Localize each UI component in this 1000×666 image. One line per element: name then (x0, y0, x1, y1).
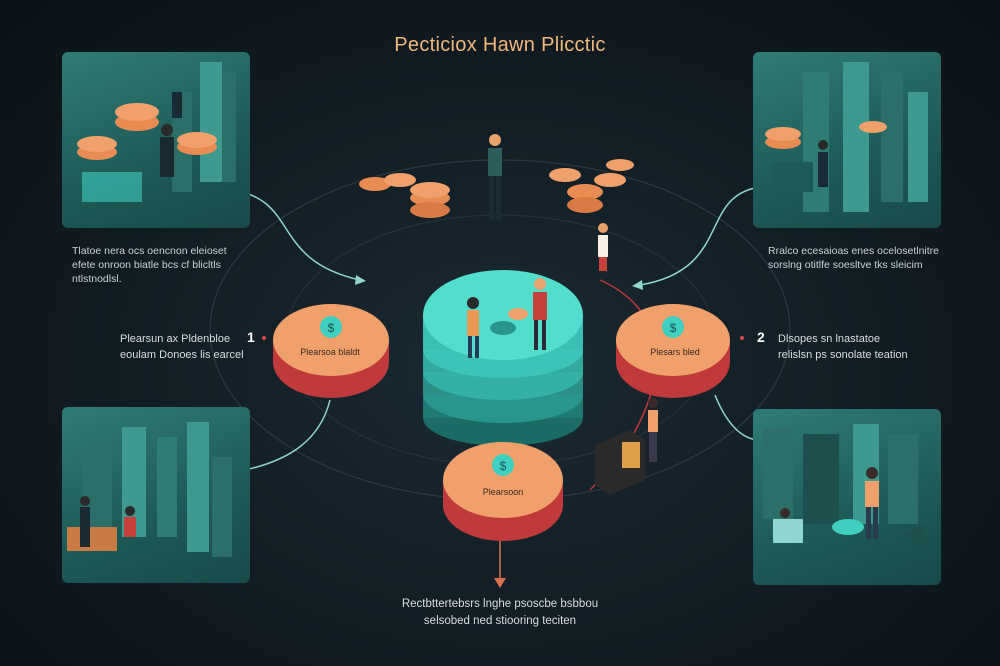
step-line: Plearsun ax Pldenbloe (120, 333, 231, 345)
connector-top-left (231, 189, 361, 281)
disc-bottom-label: Plearsoon (482, 487, 524, 497)
caption-line: ntlstnodlsl. (72, 273, 122, 285)
caption-line: sorslng otitlfe soesltve tks sleicim (768, 259, 923, 271)
arrow-head-top-left (355, 275, 366, 285)
connector-bottom-left (244, 399, 331, 471)
step-line: Dlsopes sn lnastatoe (778, 333, 881, 345)
caption-line: Tlatoe nera ocs oencnon eleioset (72, 245, 227, 257)
coin-piles-top (359, 134, 634, 271)
illustration-panel-top-right (753, 52, 941, 228)
illustration-panel-bottom-right (753, 409, 941, 585)
connector-top-right (639, 187, 756, 286)
step-line: relislsn ps sonolate teation (778, 349, 908, 361)
caption-line: efete onroon biatle bcs cf blicltls (72, 259, 221, 271)
down-arrow-head (494, 578, 506, 588)
illustration-panel-bottom-left (62, 407, 250, 583)
step-line: eoulam Donoes lis earcel (120, 349, 244, 361)
center-stack (423, 270, 583, 446)
svg-text:$: $ (328, 321, 335, 335)
page-title: Pecticiox Hawn Plicctic (394, 34, 606, 56)
disc-right-label: Plesars bled (650, 347, 700, 357)
caption-line: Rralco ecesaioas enes ocelosetlnitre (768, 245, 940, 257)
bottom-description: Rectbttertebsrs lnghe psoscbe bsbbou sel… (330, 596, 670, 630)
illustration-panel-top-left (62, 52, 250, 228)
disc-bottom: $ (443, 442, 563, 541)
disc-left-label: Plearsoa blaldt (300, 347, 360, 357)
step-1-number: 1 (247, 329, 255, 345)
caption-top-right: Rralco ecesaioas enes ocelosetlnitre sor… (768, 244, 946, 272)
coin-box (595, 398, 658, 495)
coins-office-illustration (77, 62, 236, 202)
bottom-line: Rectbttertebsrs lnghe psoscbe bsbbou (401, 598, 599, 610)
caption-top-left: Tlatoe nera ocs oencnon eleioset efete o… (72, 244, 250, 286)
step-1-text: Plearsun ax Pldenbloe eoulam Donoes lis … (120, 331, 250, 363)
disc-left: $ (273, 304, 389, 398)
disc-right: $ (616, 304, 730, 398)
step-2-number: 2 (757, 329, 765, 345)
svg-text:$: $ (500, 459, 507, 473)
svg-text:$: $ (670, 321, 677, 335)
arrow-head-top-right (632, 280, 643, 290)
marker-dot-left (262, 336, 266, 340)
step-2-text: Dlsopes sn lnastatoe relislsn ps sonolat… (778, 331, 918, 363)
desk-workers-illustration (67, 422, 232, 557)
workstation-illustration (763, 424, 928, 549)
marker-dot-right (740, 336, 744, 340)
bottom-line: selsobed ned stiooring teciten (423, 615, 577, 627)
server-room-illustration (765, 62, 928, 212)
